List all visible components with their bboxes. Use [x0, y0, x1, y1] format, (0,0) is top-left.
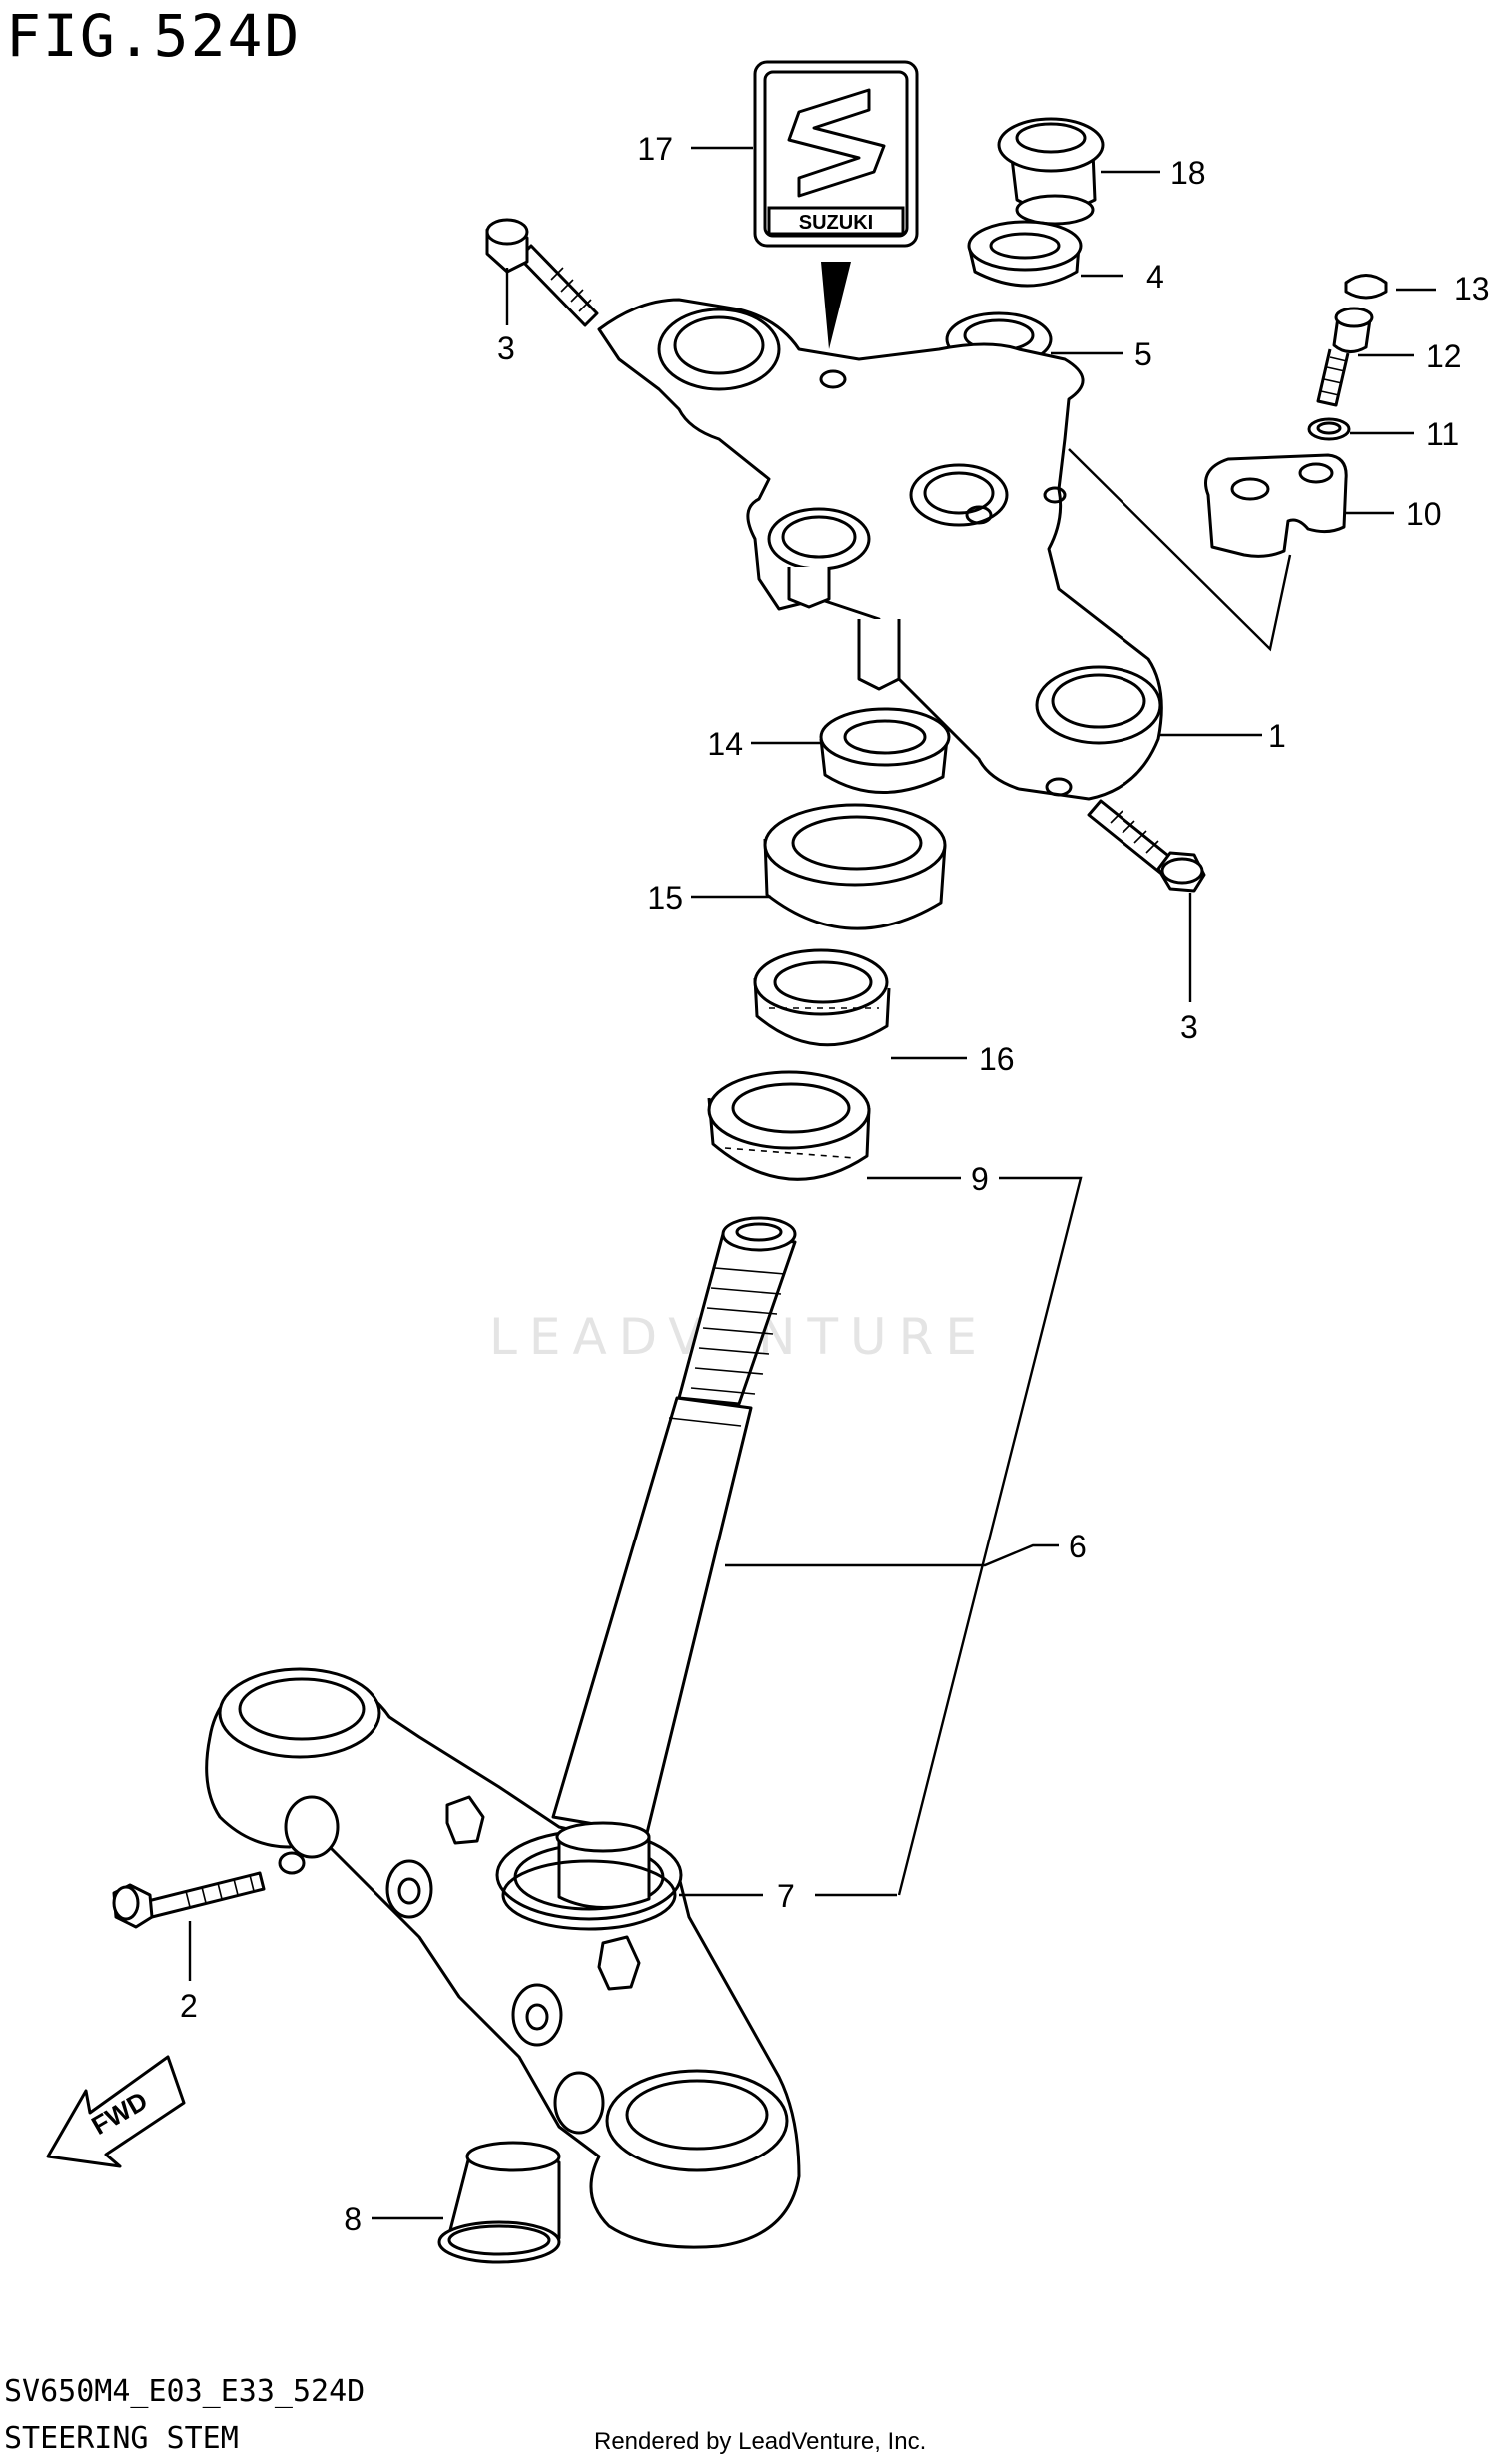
part-15-lock-nut[interactable]: [819, 707, 951, 794]
render-credit: Rendered by LeadVenture, Inc.: [594, 2428, 927, 2455]
fwd-arrow-icon: FWD: [46, 2055, 186, 2168]
logo-text: SUZUKI: [799, 212, 873, 234]
emblem-arrow-icon: [821, 262, 851, 349]
part-1-upper-bracket[interactable]: [597, 298, 1163, 801]
figure-name: STEERING STEM: [4, 2421, 239, 2456]
callout-5[interactable]: 5: [1134, 336, 1152, 372]
callout-4[interactable]: 4: [1146, 259, 1164, 295]
callout-9[interactable]: 8: [344, 2201, 362, 2237]
part-2-bolt[interactable]: [112, 1871, 266, 1929]
callout-6[interactable]: 6: [1069, 1529, 1087, 1564]
figure-code: SV650M4_E03_E33_524D: [4, 2374, 366, 2409]
figure-title: FIG.524D: [6, 2, 302, 70]
part-4-nut[interactable]: [967, 220, 1083, 288]
part-9-cap[interactable]: [437, 2141, 561, 2264]
callout-2[interactable]: 2: [180, 1988, 198, 2024]
part-3-bolt-upper[interactable]: [485, 218, 599, 327]
callout-17[interactable]: 16: [979, 1041, 1015, 1077]
part-8-bearing[interactable]: [707, 1070, 871, 1181]
part-17-bearing[interactable]: [753, 948, 891, 1047]
callout-1[interactable]: 1: [1268, 718, 1286, 754]
callout-18[interactable]: 18: [1170, 155, 1206, 191]
callout-labels: 17 18 4 5 13 12 11 10 3 1 3 14 15 16 9 6…: [180, 131, 1490, 2237]
callout-14[interactable]: 13: [1454, 271, 1490, 307]
part-13-bolt[interactable]: [1316, 307, 1374, 407]
callout-12[interactable]: 11: [1426, 416, 1459, 452]
part-16-dust-seal[interactable]: [763, 803, 947, 930]
callout-8[interactable]: 9: [971, 1161, 989, 1197]
callout-3-lower[interactable]: 3: [1180, 1009, 1198, 1045]
callout-7[interactable]: 7: [777, 1878, 795, 1914]
part-3-bolt-lower[interactable]: [1087, 799, 1206, 893]
callout-3-upper[interactable]: 3: [497, 330, 515, 366]
callout-15[interactable]: 14: [707, 726, 743, 762]
part-10-handlebar-holder[interactable]: [1204, 453, 1348, 558]
part-14-cap[interactable]: [1344, 274, 1388, 300]
part-7-seal[interactable]: [501, 1859, 677, 1931]
part-6-steering-stem[interactable]: [205, 1216, 801, 2249]
callout-11[interactable]: 17: [637, 131, 673, 167]
part-12-washer[interactable]: [1307, 417, 1351, 441]
callout-16[interactable]: 15: [647, 880, 683, 916]
callout-10[interactable]: 10: [1406, 496, 1442, 532]
callout-13[interactable]: 12: [1426, 338, 1462, 374]
part-11-emblem[interactable]: SUZUKI: [753, 60, 919, 349]
leader-lines: [188, 146, 1436, 2220]
part-18-cap-nut[interactable]: [997, 117, 1105, 226]
suzuki-s-icon: [787, 88, 886, 198]
